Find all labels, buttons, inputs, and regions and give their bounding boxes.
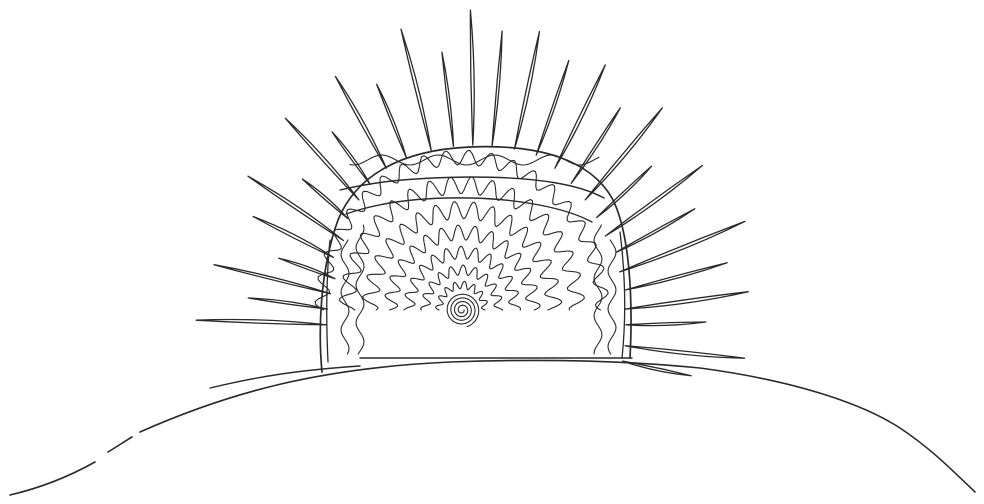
sun-ray [626,263,727,290]
sun-ray [285,118,359,200]
sun-ray [302,179,347,218]
sun-ray [248,176,343,240]
sun-ray [470,10,474,145]
center-spiral [447,294,479,326]
swirl-ring [421,265,503,310]
sun-ray [196,319,326,324]
sun-ray [597,166,652,217]
sun-ray [623,361,692,376]
sun-ray [626,322,706,326]
swirl-ring [385,225,540,310]
sun-ray [492,31,502,146]
sun-ray [515,32,540,149]
sun-ray [585,108,662,200]
sun-rays [196,10,748,376]
wavy-side-band [356,225,364,354]
swirl-ring [404,246,521,310]
sun-ray [442,52,454,146]
sun-ray [620,221,745,272]
wavy-side-band [608,240,616,354]
sun-ray [625,346,744,359]
swirl-ring [340,177,585,310]
inner-swirls [315,150,616,354]
sun-ray [536,61,569,156]
hill-horizon [10,360,975,495]
sun-ray [625,292,749,309]
sun-ray [555,65,605,168]
sun-ray [605,165,702,236]
sun-ray [377,84,407,158]
wavy-side-band [341,240,349,354]
sun-ray [401,29,431,150]
wavy-side-band [594,225,602,354]
